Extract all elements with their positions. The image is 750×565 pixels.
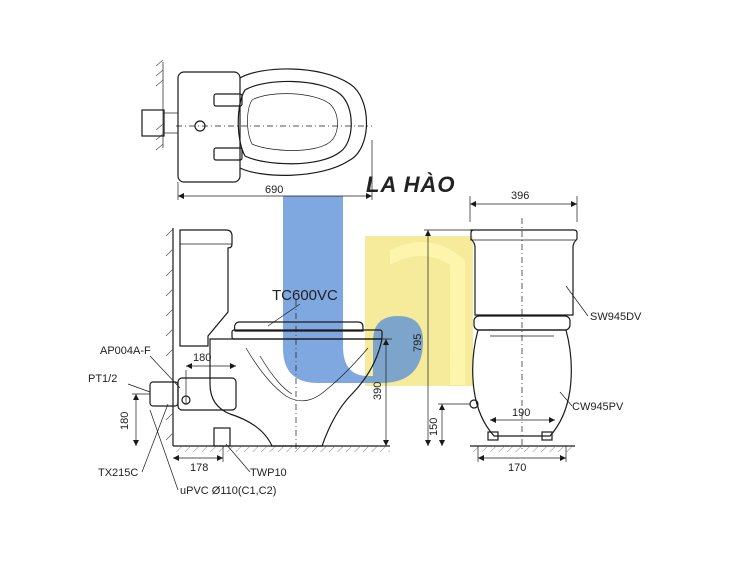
side-view: 180 180 178 390 TC600VC AP004A-F PT1/2 T… bbox=[88, 228, 392, 497]
dim-drain-offset: 178 bbox=[190, 462, 208, 474]
label-valve: AP004A-F bbox=[100, 345, 151, 357]
label-bowl: CW945PV bbox=[572, 401, 624, 413]
dim-water-height: 150 bbox=[428, 418, 440, 436]
dim-foot-width: 170 bbox=[508, 462, 526, 474]
watermark-logo: LA HÀO bbox=[283, 172, 473, 386]
dim-inlet-offset: 180 bbox=[193, 352, 211, 364]
label-hose: TX215C bbox=[98, 467, 138, 479]
watermark-text: LA HÀO bbox=[366, 172, 456, 197]
watermark-yellow-arc bbox=[390, 242, 465, 385]
model-label: TC600VC bbox=[272, 287, 338, 304]
top-view: 690 bbox=[141, 59, 373, 200]
dim-top-length: 690 bbox=[265, 184, 283, 196]
label-pipe: uPVC Ø110(C1,C2) bbox=[180, 485, 276, 497]
dim-total-height: 795 bbox=[412, 334, 424, 352]
dim-tank-width: 396 bbox=[511, 190, 529, 202]
label-bolt: TWP10 bbox=[250, 467, 287, 479]
label-seat: SW945DV bbox=[590, 311, 642, 323]
dim-outlet-height: 390 bbox=[372, 382, 384, 400]
dim-inlet-height: 180 bbox=[119, 412, 131, 430]
watermark-blue-shape bbox=[283, 196, 423, 383]
dim-base-width: 190 bbox=[512, 407, 530, 419]
front-view: 396 795 150 190 170 SW945DV CW945PV bbox=[412, 190, 642, 474]
label-fitting: PT1/2 bbox=[88, 373, 117, 385]
